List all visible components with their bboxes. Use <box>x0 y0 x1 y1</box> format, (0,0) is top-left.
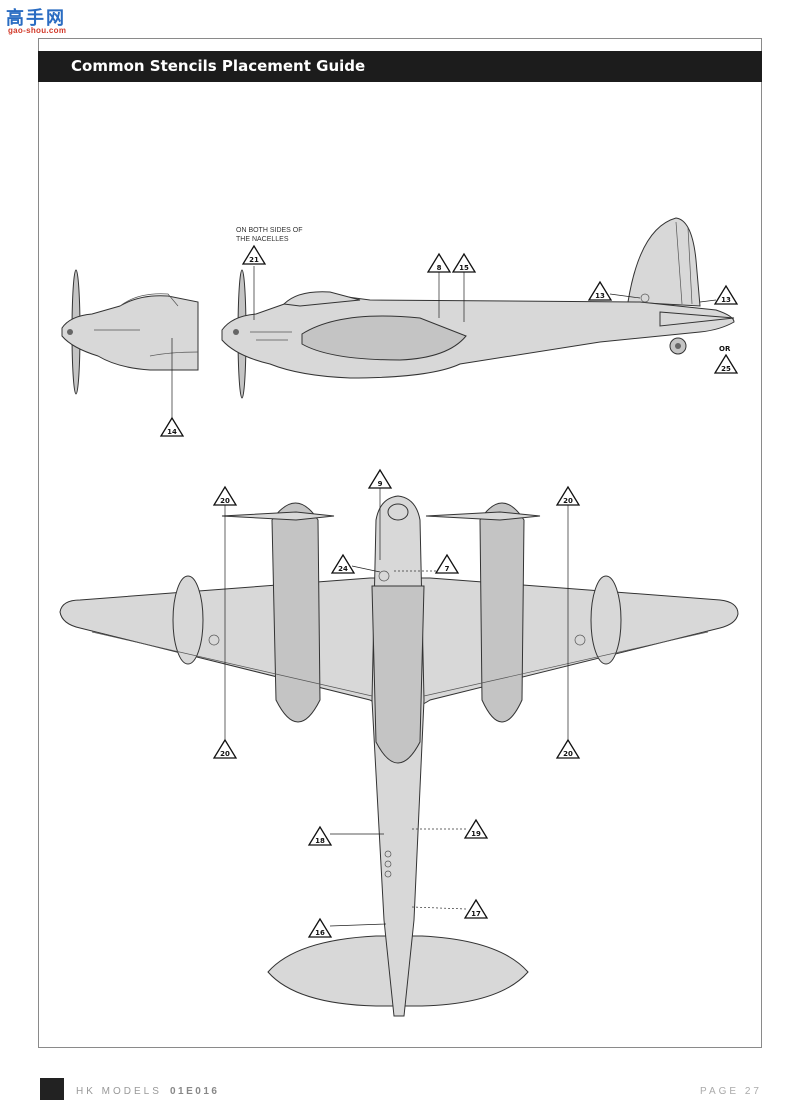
callout-16: 16 <box>307 917 333 938</box>
callout-7: 7 <box>434 553 460 574</box>
callout-9: 9 <box>367 468 393 489</box>
or-label: OR <box>719 345 731 353</box>
nacelles-note-line-2: THE NACELLES <box>236 236 289 243</box>
svg-text:20: 20 <box>563 750 573 758</box>
callout-17: 17 <box>463 898 489 919</box>
nacelles-note-line-1: ON BOTH SIDES OF <box>236 227 303 234</box>
svg-text:16: 16 <box>315 929 325 937</box>
callout-20-bottom-left: 20 <box>212 738 238 759</box>
svg-text:14: 14 <box>167 428 177 436</box>
side-view-full <box>221 217 735 399</box>
callout-15: 15 <box>451 252 477 273</box>
svg-text:13: 13 <box>595 292 605 300</box>
callout-25: 25 <box>713 353 739 374</box>
callout-21: 21 <box>241 244 267 265</box>
side-view-partial <box>61 269 199 395</box>
svg-text:25: 25 <box>721 365 731 373</box>
watermark-site-url: gao-shou.com <box>8 26 67 35</box>
footer-brand: HK MODELS <box>76 1086 162 1097</box>
svg-text:20: 20 <box>220 497 230 505</box>
svg-text:15: 15 <box>459 264 469 272</box>
svg-text:13: 13 <box>721 296 731 304</box>
svg-text:19: 19 <box>471 830 481 838</box>
callout-20-bottom-right: 20 <box>555 738 581 759</box>
svg-text:24: 24 <box>338 565 348 573</box>
section-header: Common Stencils Placement Guide <box>38 51 762 82</box>
page-frame <box>38 38 762 1048</box>
callout-14: 14 <box>159 416 185 437</box>
callout-18: 18 <box>307 825 333 846</box>
footer-page-number: PAGE 27 <box>700 1086 762 1097</box>
page-title: Common Stencils Placement Guide <box>71 57 366 75</box>
svg-text:20: 20 <box>563 497 573 505</box>
watermark-site-name: 高手网 <box>6 8 66 29</box>
svg-text:17: 17 <box>471 910 481 918</box>
callout-19: 19 <box>463 818 489 839</box>
svg-text:20: 20 <box>220 750 230 758</box>
svg-text:9: 9 <box>378 480 383 488</box>
hk-models-logo <box>40 1078 64 1100</box>
callout-13-left: 13 <box>587 280 613 301</box>
leader-lines <box>171 266 717 927</box>
svg-text:8: 8 <box>437 264 442 272</box>
svg-text:21: 21 <box>249 256 259 264</box>
callouts: 21 14 8 15 13 13 25 9 24 7 20 20 20 20 1… <box>159 244 739 938</box>
callout-8: 8 <box>426 252 452 273</box>
plan-view <box>59 495 739 1017</box>
svg-text:18: 18 <box>315 837 325 845</box>
svg-text:7: 7 <box>445 565 450 573</box>
callout-20-top-left: 20 <box>212 485 238 506</box>
site-watermark: 高手网 gao-shou.com <box>6 4 76 38</box>
callout-20-top-right: 20 <box>555 485 581 506</box>
callout-13-right: 13 <box>713 284 739 305</box>
callout-24: 24 <box>330 553 356 574</box>
footer-product-code: 01E016 <box>170 1086 220 1097</box>
